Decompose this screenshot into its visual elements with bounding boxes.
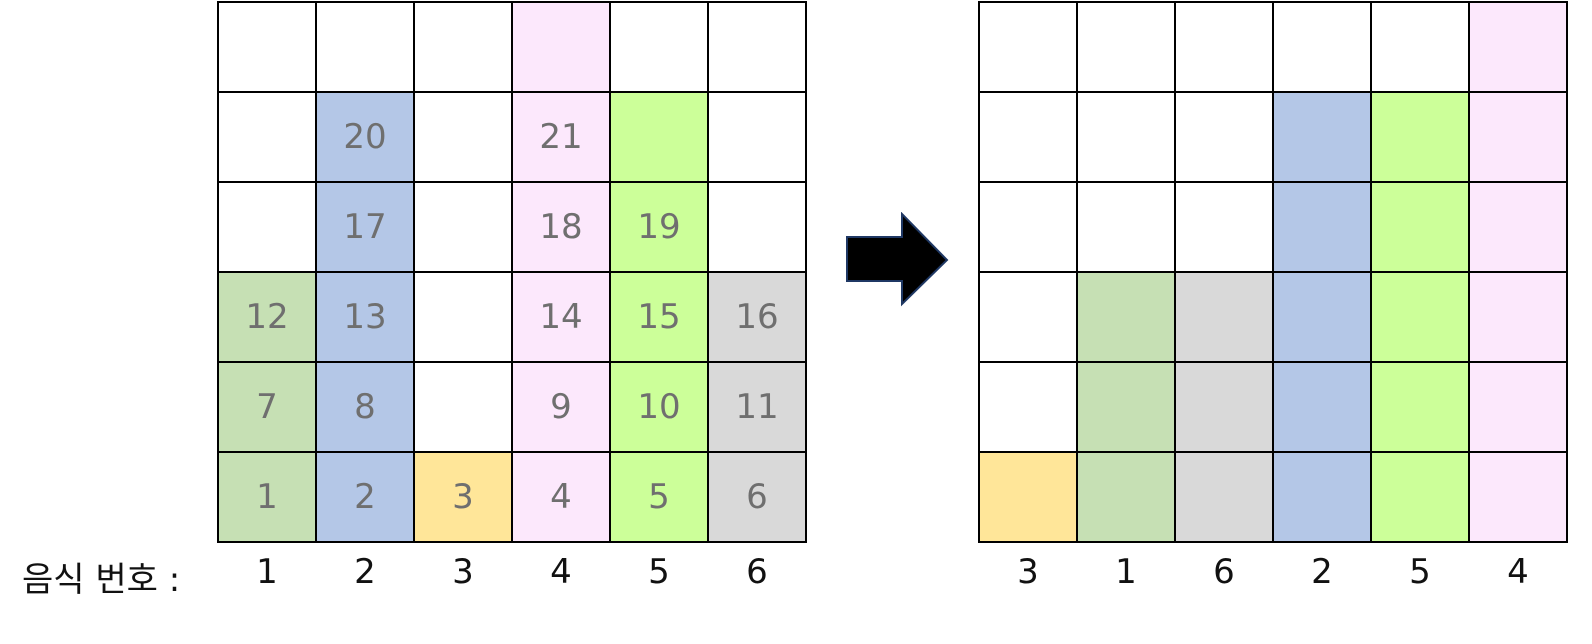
left-column-label: 2 (354, 552, 376, 592)
right-column-label: 6 (1213, 552, 1235, 592)
left-grid-cell: 16 (709, 273, 807, 363)
left-grid-cell: 8 (317, 363, 415, 453)
right-grid-cell (1078, 183, 1176, 273)
left-grid-cell (219, 3, 317, 93)
left-grid-cell (219, 183, 317, 273)
right-grid-cell (980, 3, 1078, 93)
right-grid-cell (1176, 363, 1274, 453)
right-grid-cell (1176, 273, 1274, 363)
left-grid-cell: 13 (317, 273, 415, 363)
left-grid-cell: 19 (611, 183, 709, 273)
left-grid-cell (415, 273, 513, 363)
right-grid-cell (1274, 453, 1372, 543)
right-grid-cell (1372, 3, 1470, 93)
right-grid-cell (1274, 183, 1372, 273)
left-grid-cell: 10 (611, 363, 709, 453)
left-grid-cell (219, 93, 317, 183)
right-grid-cell (980, 93, 1078, 183)
right-grid-cell (1470, 363, 1568, 453)
right-column-label: 1 (1115, 552, 1137, 592)
right-grid-cell (980, 363, 1078, 453)
right-grid-cell (1274, 93, 1372, 183)
left-grid-cell: 20 (317, 93, 415, 183)
right-grid (978, 1, 1568, 543)
left-grid-cell: 11 (709, 363, 807, 453)
right-grid-cell (1176, 93, 1274, 183)
left-grid-cell: 9 (513, 363, 611, 453)
right-grid-cell (1470, 453, 1568, 543)
right-column-labels: 3 1 6 2 5 4 (979, 552, 1567, 592)
left-grid-cell: 7 (219, 363, 317, 453)
left-grid-cell: 5 (611, 453, 709, 543)
right-grid-cell (980, 453, 1078, 543)
left-column-label: 6 (746, 552, 768, 592)
right-grid-cell (1470, 183, 1568, 273)
right-arrow-icon (846, 212, 949, 307)
right-grid-cell (1372, 93, 1470, 183)
right-grid-cell (1274, 273, 1372, 363)
right-column-label: 5 (1409, 552, 1431, 592)
right-grid-cell (1372, 273, 1470, 363)
right-grid-cell (980, 183, 1078, 273)
left-grid-cell: 2 (317, 453, 415, 543)
axis-title: 음식 번호 : (22, 560, 181, 600)
left-grid-cell (513, 3, 611, 93)
left-column-label: 5 (648, 552, 670, 592)
right-grid-cell (1470, 93, 1568, 183)
right-grid-cell (1372, 363, 1470, 453)
left-grid-cell: 1 (219, 453, 317, 543)
right-grid-cell (1176, 183, 1274, 273)
right-grid-cell (1372, 453, 1470, 543)
left-column-labels: 1 2 3 4 5 6 (218, 552, 806, 592)
right-grid-cell (1274, 3, 1372, 93)
left-grid-cell (415, 93, 513, 183)
right-grid-cell (1470, 3, 1568, 93)
right-grid-cell (1176, 3, 1274, 93)
right-grid-cell (1372, 183, 1470, 273)
right-column-label: 2 (1311, 552, 1333, 592)
left-grid-cell: 15 (611, 273, 709, 363)
left-grid-cell (415, 183, 513, 273)
right-grid-cell (1078, 363, 1176, 453)
left-grid-cell (415, 3, 513, 93)
right-grid-cell (1078, 93, 1176, 183)
right-grid-cell (980, 273, 1078, 363)
left-grid-cell: 18 (513, 183, 611, 273)
left-grid-cell (611, 93, 709, 183)
left-column-label: 4 (550, 552, 572, 592)
right-column-label: 4 (1507, 552, 1529, 592)
left-grid-cell: 17 (317, 183, 415, 273)
right-grid-cell (1274, 363, 1372, 453)
left-grid-cell (709, 3, 807, 93)
left-grid-cell (611, 3, 709, 93)
right-grid-cell (1078, 273, 1176, 363)
left-grid-cell (317, 3, 415, 93)
right-grid-cell (1470, 273, 1568, 363)
left-column-label: 1 (256, 552, 278, 592)
right-grid-cell (1176, 453, 1274, 543)
left-grid-cell: 6 (709, 453, 807, 543)
right-grid-cell (1078, 3, 1176, 93)
left-grid-cell: 12 (219, 273, 317, 363)
left-grid-cell: 3 (415, 453, 513, 543)
left-grid-cell: 4 (513, 453, 611, 543)
left-grid-cell (415, 363, 513, 453)
left-grid-cell: 21 (513, 93, 611, 183)
left-grid-cell (709, 183, 807, 273)
right-column-label: 3 (1017, 552, 1039, 592)
left-column-label: 3 (452, 552, 474, 592)
left-grid-cell (709, 93, 807, 183)
right-grid-cell (1078, 453, 1176, 543)
left-grid-cell: 14 (513, 273, 611, 363)
